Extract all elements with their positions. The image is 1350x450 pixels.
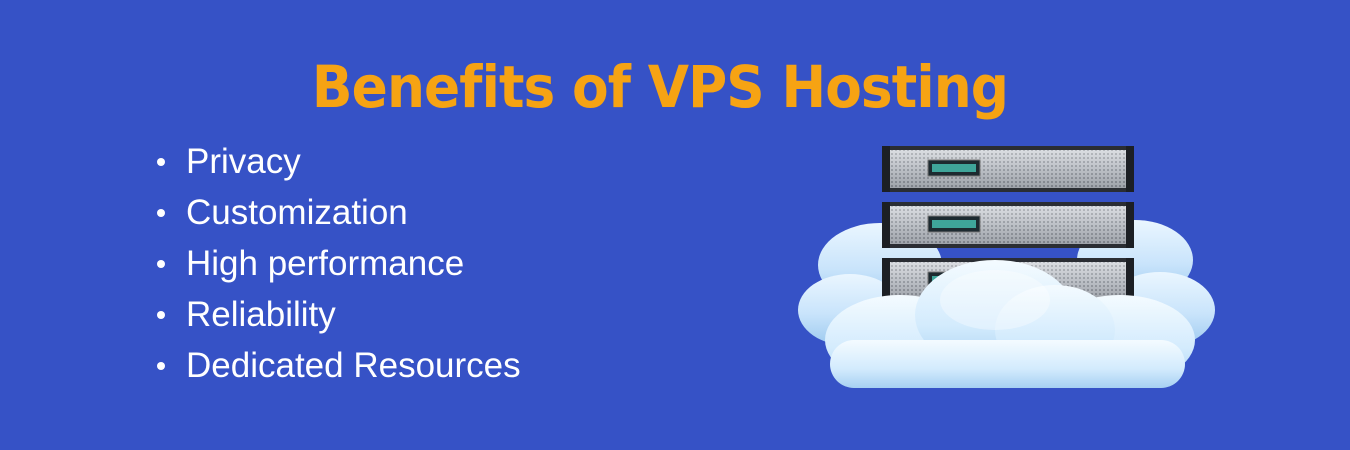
- server-unit-2: [882, 202, 1134, 248]
- benefit-item: Dedicated Resources: [150, 340, 521, 391]
- bullet-icon: [157, 362, 165, 370]
- server-cloud-icon: [790, 140, 1220, 395]
- benefit-label: Privacy: [186, 142, 301, 181]
- benefit-item: Reliability: [150, 289, 521, 340]
- benefit-label: Dedicated Resources: [186, 346, 521, 385]
- front-cloud: [825, 260, 1195, 388]
- benefit-label: Reliability: [186, 295, 336, 334]
- server-unit-1: [882, 146, 1134, 192]
- bullet-icon: [157, 209, 165, 217]
- benefits-list: Privacy Customization High performance R…: [150, 136, 521, 391]
- bullet-icon: [157, 158, 165, 166]
- bullet-icon: [157, 260, 165, 268]
- benefit-item: Customization: [150, 187, 521, 238]
- benefit-label: Customization: [186, 193, 408, 232]
- benefit-item: High performance: [150, 238, 521, 289]
- benefit-label: High performance: [186, 244, 465, 283]
- server-cloud-graphic: [798, 146, 1215, 388]
- benefit-item: Privacy: [150, 136, 521, 187]
- bullet-icon: [157, 311, 165, 319]
- page-title: Benefits of VPS Hosting: [311, 52, 1009, 121]
